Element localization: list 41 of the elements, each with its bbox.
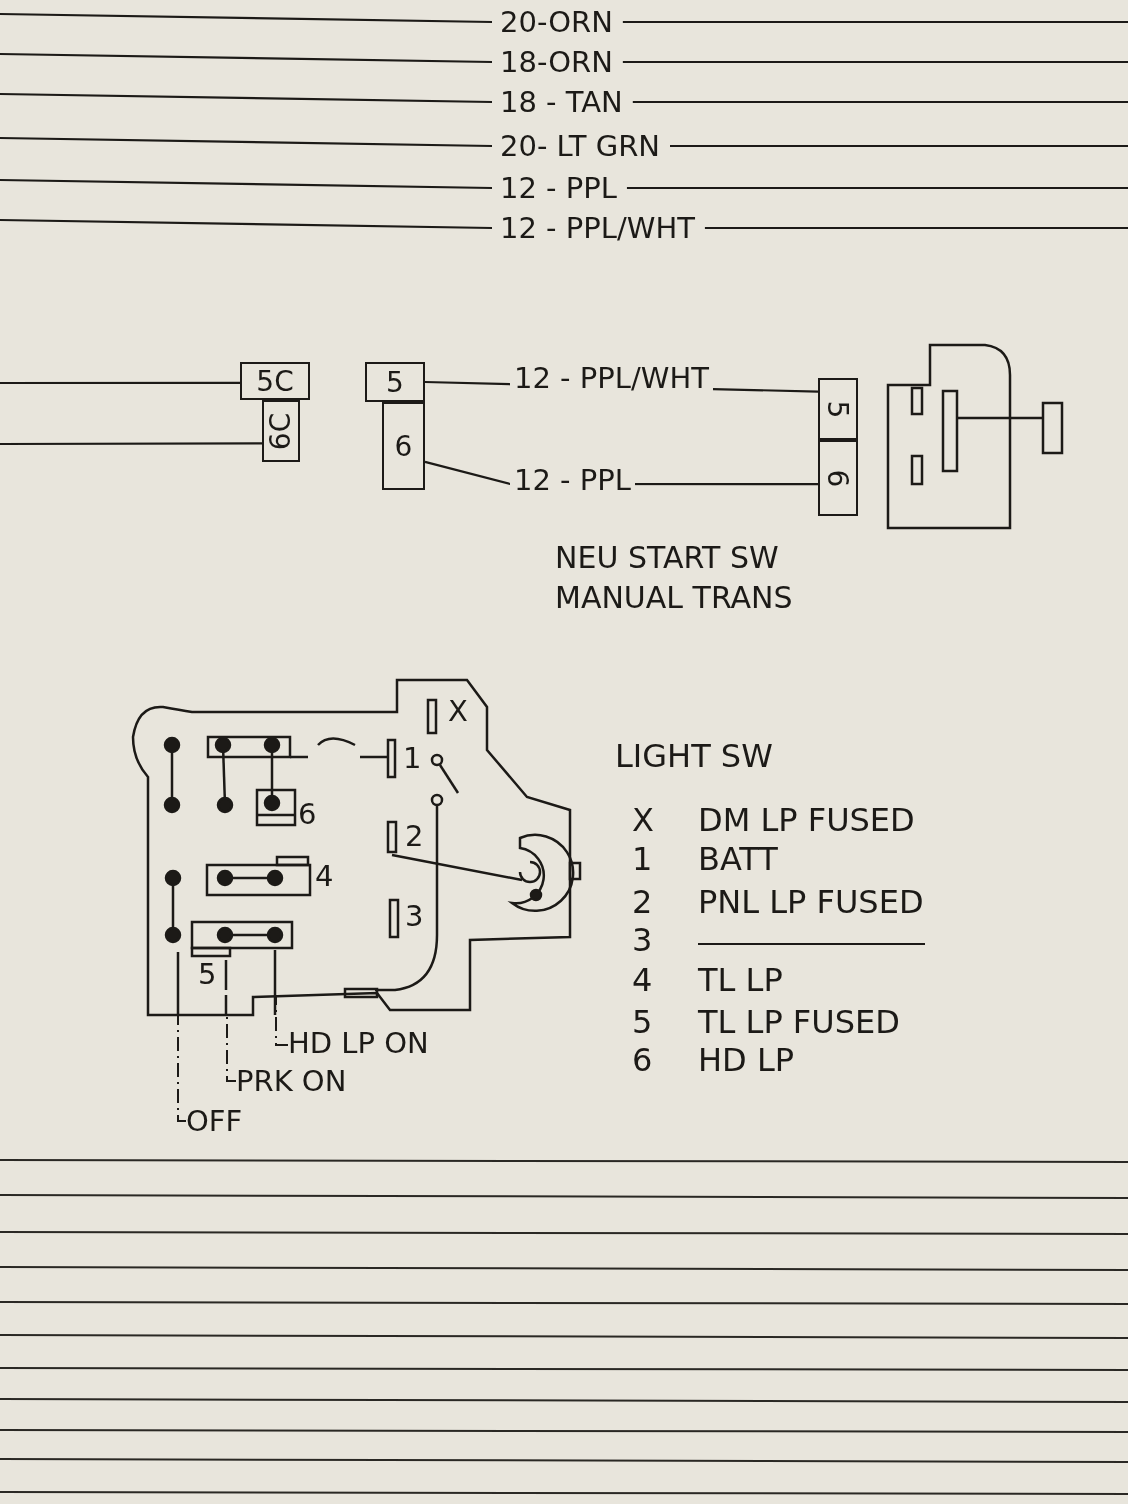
wire-label: 12 - PPL/WHT	[510, 364, 713, 393]
table-cell: 6	[632, 1044, 653, 1076]
table-cell: BATT	[698, 843, 778, 875]
wire-label: 18-ORN	[500, 48, 613, 77]
wire	[0, 381, 240, 385]
table-cell: PNL LP FUSED	[698, 886, 924, 918]
table-cell: DM LP FUSED	[698, 804, 915, 836]
connector-terminal: 6C	[262, 400, 300, 462]
terminal-label: 2	[405, 822, 424, 851]
wire-label: 20-ORN	[500, 8, 613, 37]
table-cell: 3	[632, 924, 653, 956]
terminal-label: 5	[198, 960, 217, 989]
terminal-label: 3	[405, 902, 424, 931]
wire-label: 12 - PPL	[500, 174, 617, 203]
connector-terminal: 6	[382, 402, 425, 490]
table-cell: X	[632, 804, 654, 836]
component-caption: NEU START SW MANUAL TRANS	[555, 539, 794, 617]
terminal-label: 6	[298, 800, 317, 829]
leader-line	[275, 995, 289, 1047]
switch-position-label: OFF	[186, 1100, 286, 1142]
connector-terminal: 5	[818, 378, 858, 440]
connector-terminal: 5	[365, 362, 425, 402]
connector-terminal: 6	[818, 440, 858, 516]
table-heading: LIGHT SW	[615, 740, 773, 772]
table-cell: 4	[632, 964, 653, 996]
table-cell: TL LP	[698, 964, 783, 996]
table-cell: 5	[632, 1006, 653, 1038]
wire-label: 20- LT GRN	[500, 132, 660, 161]
terminal-label: 4	[315, 862, 334, 891]
leader-line	[177, 1015, 187, 1122]
wire	[0, 442, 262, 446]
terminal-label: X	[448, 697, 468, 726]
terminal-label: 1	[403, 744, 422, 773]
wire-label: 18 - TAN	[500, 88, 623, 117]
connector-terminal: 5C	[240, 362, 310, 400]
table-cell: 2	[632, 886, 653, 918]
table-cell: 1	[632, 843, 653, 875]
table-cell: HD LP	[698, 1044, 794, 1076]
leader-line	[226, 1015, 237, 1082]
wire-label: 12 - PPL/WHT	[500, 214, 695, 243]
table-cell: TL LP FUSED	[698, 1006, 900, 1038]
